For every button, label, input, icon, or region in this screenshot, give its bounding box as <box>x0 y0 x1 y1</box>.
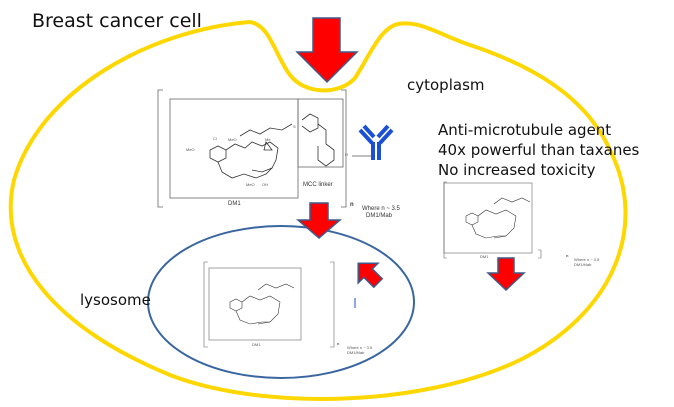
dm1-structure-cytoplasm <box>465 197 531 239</box>
dm1-label-cytoplasm: DM1 <box>480 254 489 259</box>
where-line-2: DM1/Mab <box>366 213 393 219</box>
where-note-lysosome: Where n ~ 3.5 DM1/Mab <box>347 345 372 355</box>
atom-meo-1: MeO <box>186 147 195 152</box>
conjugate-lysosome <box>203 261 335 348</box>
note-line: Anti-microtubule agent <box>438 121 612 139</box>
atom-me: Me <box>265 137 271 142</box>
diagram-title: Breast cancer cell <box>32 10 202 32</box>
drug-notes: Anti-microtubule agent 40x powerful than… <box>438 120 639 180</box>
atom-cl: Cl <box>213 136 217 141</box>
atom-s: S <box>293 124 296 129</box>
subscript-n-cytoplasm: n <box>566 253 569 258</box>
mcc-linker-label: MCC linker <box>303 182 333 188</box>
subscript-n-lysosome: n <box>337 341 340 346</box>
conjugate-main <box>157 89 347 208</box>
cytoplasm-label: cytoplasm <box>407 76 485 94</box>
dm1-structure-lysosome <box>229 283 295 325</box>
arrow-action <box>486 257 526 292</box>
atom-oh: OH <box>262 182 268 187</box>
lysosome-membrane <box>147 225 415 379</box>
note-line: 40x powerful than taxanes <box>438 141 640 159</box>
atom-meo-3: MeO <box>246 182 255 187</box>
where-line-1: Where n ~ 3.5 <box>347 345 373 350</box>
atom-meo-2: MeO <box>228 137 237 142</box>
dm1-label-lysosome: DM1 <box>252 342 261 347</box>
lysosome-label: lysosome <box>80 291 151 309</box>
arrow-release <box>357 262 384 289</box>
conjugate-cytoplasm <box>443 181 542 259</box>
atom-nh: H <box>345 152 348 157</box>
where-line-1: Where n ~ 3.5 <box>574 257 600 262</box>
subscript-n-main: n <box>350 202 354 208</box>
where-line-1: Where n ~ 3.5 <box>362 206 400 212</box>
cell-membrane <box>8 19 628 401</box>
where-line-2: DM1/Mab <box>574 262 592 267</box>
where-note-main: Where n ~ 3.5 DM1/Mab <box>362 206 400 220</box>
note-line: No increased toxicity <box>438 161 596 179</box>
arrow-to-lysosome <box>295 202 343 239</box>
antibody-y-icon <box>358 124 394 160</box>
dm1-label-main: DM1 <box>228 201 241 207</box>
dm1-structure-main <box>209 113 335 179</box>
where-note-cytoplasm: Where n ~ 3.5 DM1/Mab <box>574 257 599 267</box>
where-line-2: DM1/Mab <box>347 350 365 355</box>
arrow-internalization <box>295 17 359 84</box>
